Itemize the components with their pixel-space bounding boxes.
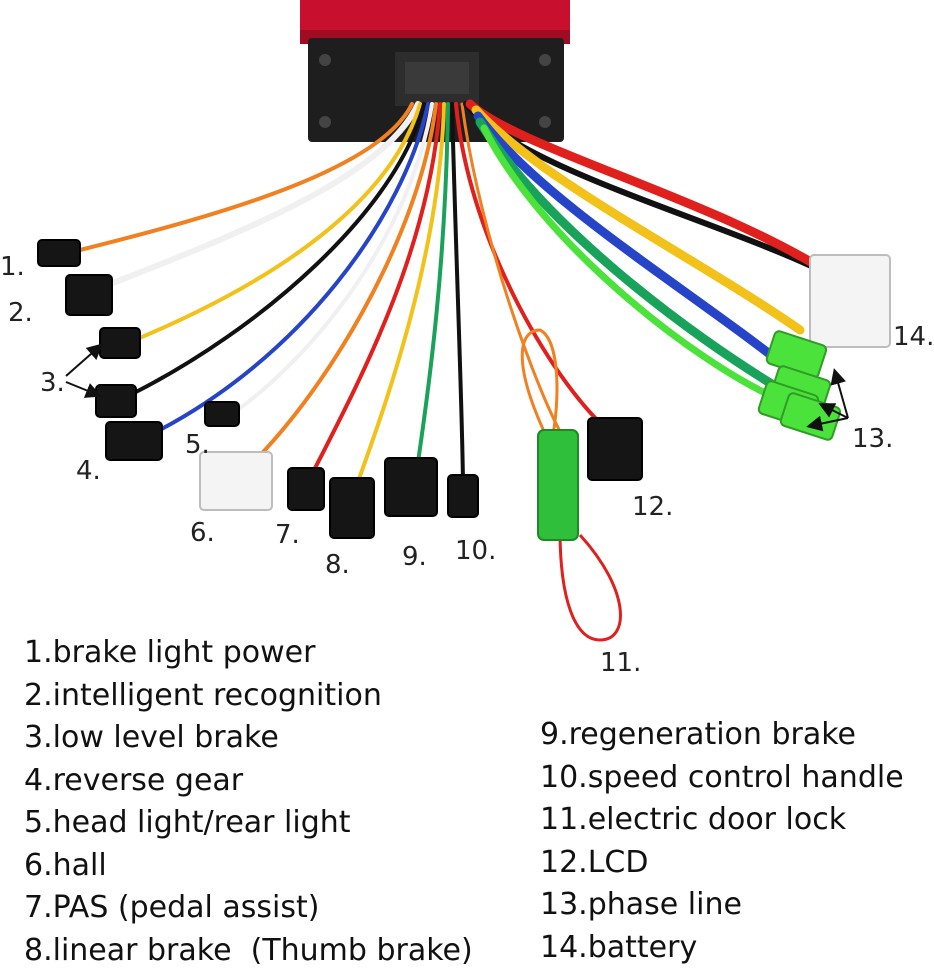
legend-item: 1.brake light power [24, 632, 473, 675]
callout-number: 13. [852, 424, 893, 454]
legend-item: 13.phase line [540, 884, 904, 927]
callout-arrow-2 [66, 382, 98, 395]
callout-number: 2. [8, 298, 33, 328]
legend-item: 12.LCD [540, 842, 904, 885]
legend-item: 2.intelligent recognition [24, 675, 473, 718]
callout-number: 10. [455, 536, 496, 566]
wire-11 [452, 104, 463, 483]
legend-item: 9.regeneration brake [540, 714, 904, 757]
legend-item: 6.hall [24, 845, 473, 888]
connector-2 [66, 275, 112, 315]
wire-16 [476, 110, 800, 330]
connector-12 [588, 418, 642, 480]
legend-item: 11.electric door lock [540, 799, 904, 842]
connector-5 [205, 402, 239, 426]
wire-6 [235, 104, 432, 412]
connector-4 [106, 422, 162, 460]
callout-number: 9. [402, 542, 427, 572]
legend-item: 7.PAS (pedal assist) [24, 887, 473, 930]
callout-number: 11. [600, 648, 641, 678]
connector-14 [810, 255, 890, 347]
legend-item: 8.linear brake (Thumb brake) [24, 930, 473, 972]
legend-item: 10.speed control handle [540, 757, 904, 800]
callout-number: 3. [40, 368, 65, 398]
callout-arrow-1 [66, 346, 100, 376]
callout-number: 1. [0, 252, 25, 282]
callout-number: 7. [275, 520, 300, 550]
connector-7 [288, 468, 324, 510]
phase-terminal-4 [779, 392, 841, 441]
connector-9 [385, 458, 437, 516]
legend-item: 3.low level brake [24, 717, 473, 760]
connector-3a [100, 328, 140, 358]
legend-item: 5.head light/rear light [24, 802, 473, 845]
callout-number: 4. [76, 456, 101, 486]
legend-item: 14.battery [540, 927, 904, 970]
connector-3b [96, 385, 136, 417]
callout-number: 6. [190, 518, 215, 548]
callout-number: 5. [185, 430, 210, 460]
callout-number: 14. [893, 322, 934, 352]
lock-loop-wire [560, 530, 620, 640]
legend-item: 4.reverse gear [24, 760, 473, 803]
connector-8 [330, 478, 374, 538]
connector-1 [38, 240, 80, 266]
door-lock-connector [538, 430, 578, 540]
connector-10 [448, 475, 478, 517]
callout-number: 8. [325, 550, 350, 580]
callout-number: 12. [632, 492, 673, 522]
connector-6 [200, 452, 272, 510]
